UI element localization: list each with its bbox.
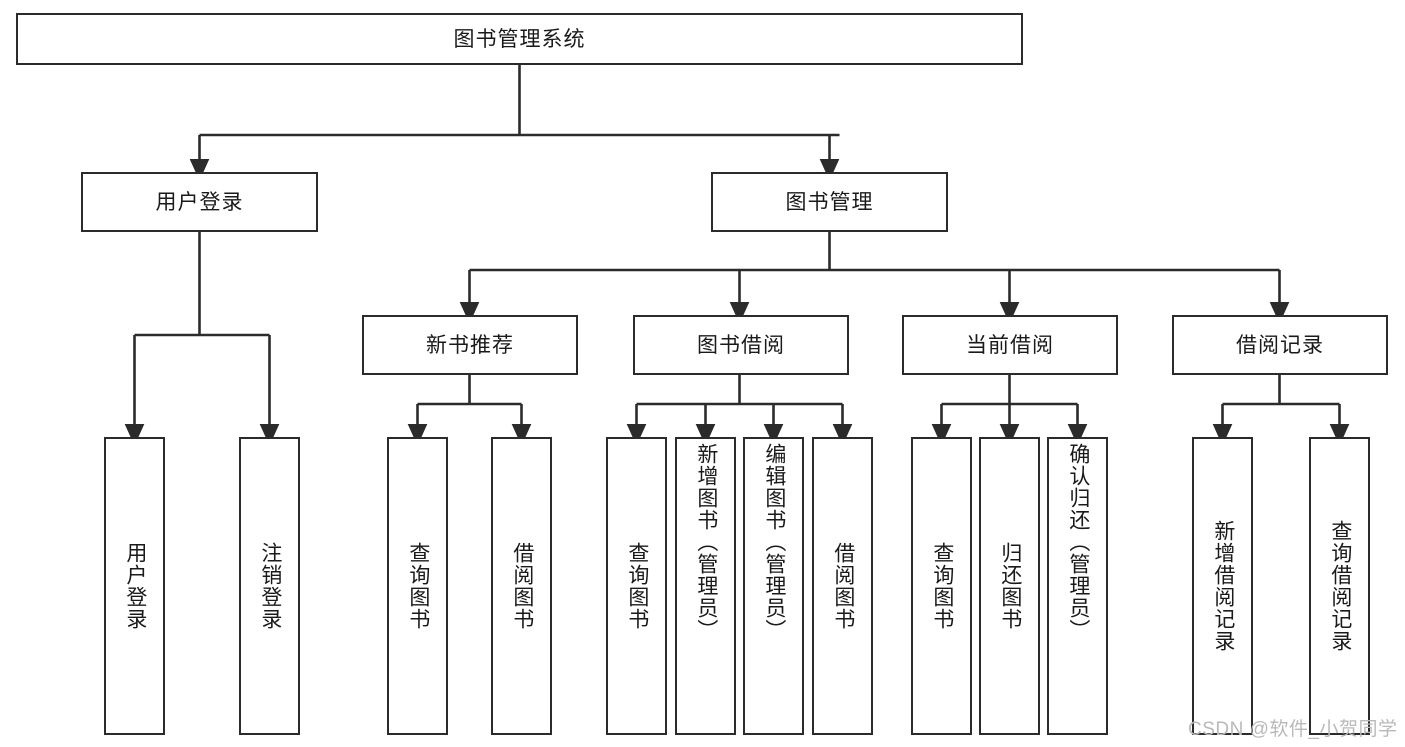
node-current-borrow[interactable]: 当前借阅 — [902, 315, 1118, 375]
node-borrow-record-label: 借阅记录 — [1236, 333, 1324, 357]
node-book-borrow-label: 图书借阅 — [697, 333, 785, 357]
leaf-current-borrow-1-label: 查询图书 — [930, 542, 954, 630]
node-user-login-label: 用户登录 — [155, 190, 244, 214]
node-new-book-recommend[interactable]: 新书推荐 — [362, 315, 578, 375]
watermark-text: CSDN @软件_小贺同学 — [1188, 719, 1398, 740]
leaf-current-borrow-3[interactable]: 确认归还（管理员） — [1047, 437, 1108, 735]
node-book-borrow[interactable]: 图书借阅 — [633, 315, 849, 375]
node-new-book-recommend-label: 新书推荐 — [426, 333, 514, 357]
leaf-current-borrow-2[interactable]: 归还图书 — [979, 437, 1040, 735]
leaf-book-borrow-3[interactable]: 编辑图书（管理员） — [743, 437, 804, 735]
node-book-manage-label: 图书管理 — [785, 190, 874, 214]
leaf-user-login-2[interactable]: 注销登录 — [239, 437, 300, 735]
leaf-book-borrow-4-label: 借阅图书 — [831, 542, 855, 630]
leaf-borrow-record-2-label: 查询借阅记录 — [1328, 520, 1352, 652]
leaf-borrow-record-1-label: 新增借阅记录 — [1211, 520, 1235, 652]
leaf-current-borrow-1[interactable]: 查询图书 — [911, 437, 972, 735]
leaf-borrow-record-1[interactable]: 新增借阅记录 — [1192, 437, 1253, 735]
node-root-label: 图书管理系统 — [453, 27, 586, 51]
leaf-book-borrow-2-label: 新增图书（管理员） — [694, 443, 718, 641]
leaf-book-borrow-4[interactable]: 借阅图书 — [812, 437, 873, 735]
leaf-book-borrow-3-label: 编辑图书（管理员） — [762, 443, 786, 641]
leaf-book-borrow-1[interactable]: 查询图书 — [606, 437, 667, 735]
leaf-user-login-1[interactable]: 用户登录 — [104, 437, 165, 735]
leaf-current-borrow-3-label: 确认归还（管理员） — [1066, 443, 1090, 641]
leaf-book-borrow-1-label: 查询图书 — [625, 542, 649, 630]
leaf-new-book-2-label: 借阅图书 — [510, 542, 534, 630]
leaf-user-login-2-label: 注销登录 — [258, 542, 282, 630]
leaf-book-borrow-2[interactable]: 新增图书（管理员） — [675, 437, 736, 735]
leaf-borrow-record-2[interactable]: 查询借阅记录 — [1309, 437, 1370, 735]
node-book-manage[interactable]: 图书管理 — [711, 172, 948, 232]
node-borrow-record[interactable]: 借阅记录 — [1172, 315, 1388, 375]
node-current-borrow-label: 当前借阅 — [966, 333, 1054, 357]
leaf-new-book-2[interactable]: 借阅图书 — [491, 437, 552, 735]
leaf-new-book-1-label: 查询图书 — [406, 542, 430, 630]
leaf-new-book-1[interactable]: 查询图书 — [387, 437, 448, 735]
node-root[interactable]: 图书管理系统 — [16, 13, 1023, 65]
node-user-login[interactable]: 用户登录 — [81, 172, 318, 232]
leaf-user-login-1-label: 用户登录 — [123, 542, 147, 630]
leaf-current-borrow-2-label: 归还图书 — [998, 542, 1022, 630]
